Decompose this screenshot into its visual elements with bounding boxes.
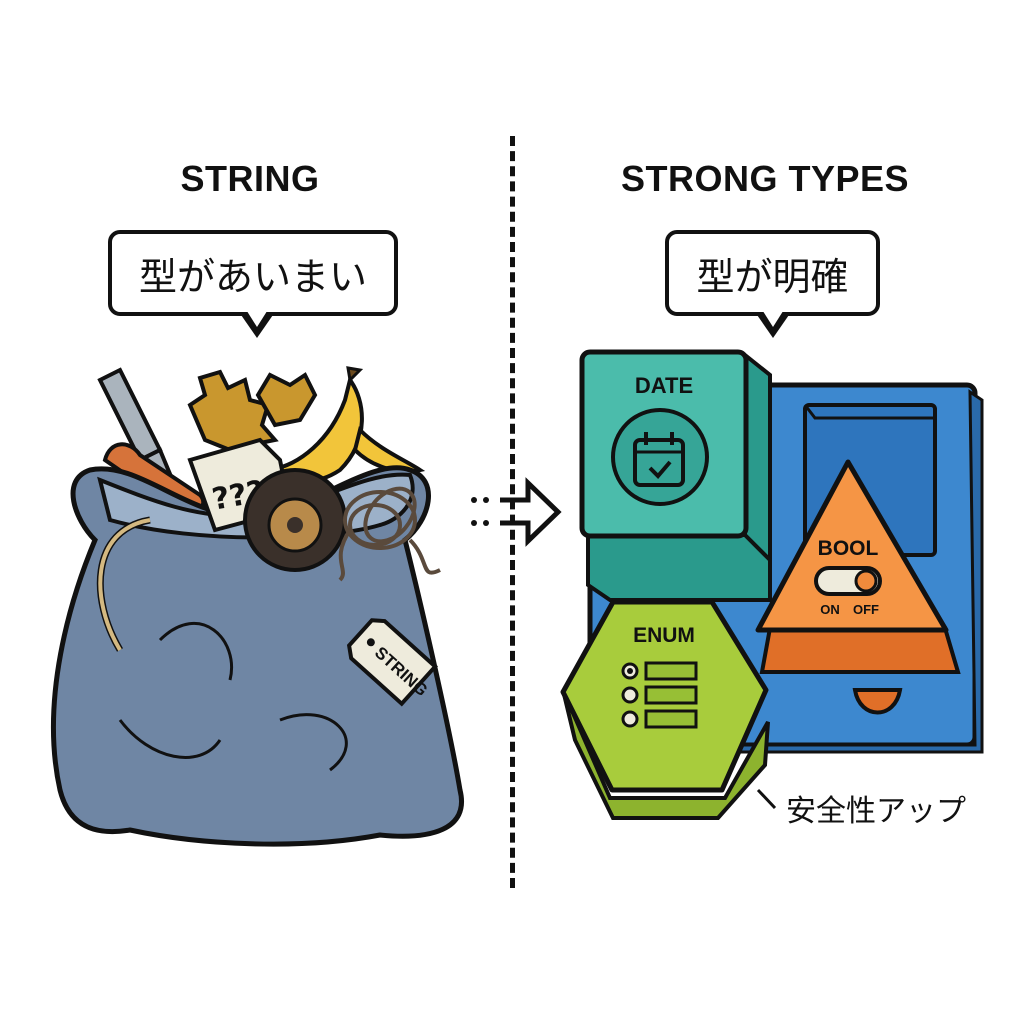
tire-icon <box>243 468 347 572</box>
bubble-tail <box>239 308 275 338</box>
tangled-string-icon <box>338 486 441 582</box>
svg-text:ENUM: ENUM <box>633 624 695 647</box>
date-block: DATE <box>579 349 772 604</box>
enum-block: ENUM <box>560 599 770 820</box>
svg-text:OFF: OFF <box>853 602 879 617</box>
speech-bubble-ambiguous: 型があいまい <box>108 230 398 338</box>
speech-bubble-clear: 型が明確 <box>665 230 880 338</box>
safety-up-caption: 安全性アップ <box>786 794 966 829</box>
svg-text:ON: ON <box>820 602 840 617</box>
radio-list-icon <box>621 661 698 729</box>
bool-block: BOOL ON OFF <box>755 459 961 715</box>
calendar-check-icon <box>611 408 709 506</box>
dashed-divider <box>510 136 515 888</box>
arrow-right-icon <box>471 477 562 547</box>
toggle-icon <box>814 566 882 596</box>
banana-icon <box>265 366 426 484</box>
bubble-tail <box>755 308 791 338</box>
caption-pointer <box>756 788 777 810</box>
gear-icon <box>187 369 318 453</box>
strong-types-heading: STRONG TYPES <box>620 158 910 199</box>
bubble-text-ambiguous: 型があいまい <box>138 254 367 299</box>
bubble-text-clear: 型が明確 <box>696 254 849 299</box>
svg-text:BOOL: BOOL <box>818 537 879 560</box>
svg-text:DATE: DATE <box>635 373 693 398</box>
string-heading: STRING <box>180 158 320 199</box>
